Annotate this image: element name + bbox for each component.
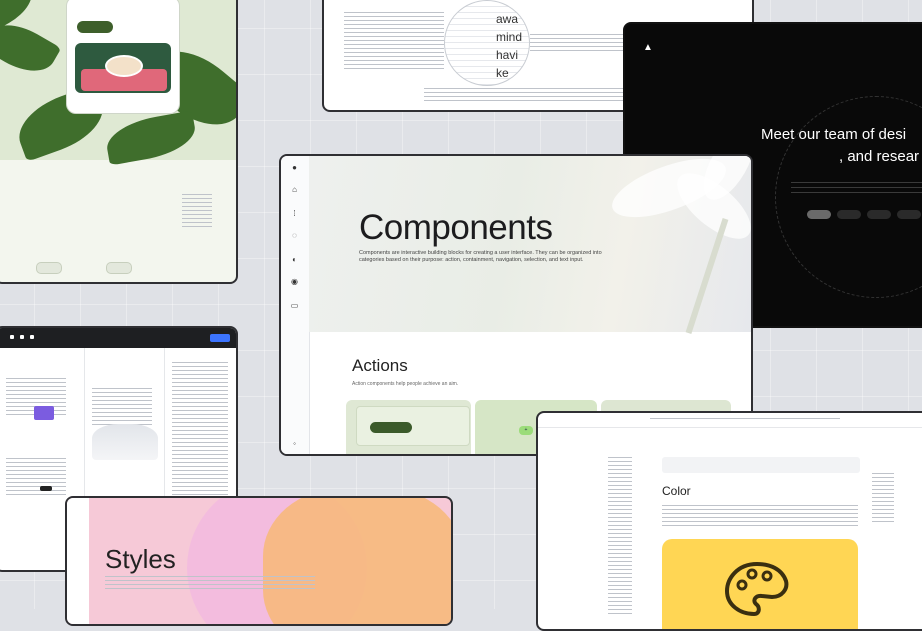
- grid-icon[interactable]: ⁞: [293, 209, 296, 218]
- phone-button: [77, 21, 113, 33]
- action-tile[interactable]: [346, 400, 471, 454]
- dark-card-subtext: [791, 182, 922, 194]
- fab-icon[interactable]: +: [519, 426, 533, 435]
- menu-icon[interactable]: ●: [292, 163, 297, 172]
- navigation-rail: [67, 498, 89, 624]
- food-image: [75, 43, 171, 93]
- docs-icon[interactable]: ▭: [290, 301, 299, 310]
- small-button[interactable]: [40, 486, 52, 491]
- list-block: [182, 194, 212, 230]
- chart-preview: [92, 424, 158, 460]
- editor-toolbar: [0, 328, 236, 348]
- canvas-panel: [84, 348, 165, 570]
- share-button[interactable]: [210, 334, 230, 342]
- dark-button[interactable]: [807, 210, 831, 219]
- editor-card: [0, 326, 238, 572]
- toolbar-icon[interactable]: [10, 335, 14, 339]
- palette-icon: [724, 561, 789, 617]
- color-description: [662, 505, 858, 527]
- hero-banner: Components Components are interactive bu…: [309, 156, 751, 334]
- phone-mockup: [66, 0, 180, 114]
- sample-button[interactable]: [370, 422, 412, 433]
- home-icon[interactable]: ⌂: [292, 185, 297, 194]
- properties-panel: [172, 362, 228, 512]
- components-card: ● ⌂ ⁞ ◌ ◐ ◉ ▭ ◦ Components Components ar…: [279, 154, 753, 456]
- color-swatch: [34, 406, 54, 420]
- shape-icon[interactable]: ◌: [292, 231, 297, 240]
- page-title: Components: [359, 208, 553, 247]
- color-card: Color: [536, 411, 922, 631]
- logo-icon: ▲: [643, 42, 653, 53]
- layers-panel: [0, 348, 85, 570]
- navigation-rail: ● ⌂ ⁞ ◌ ◐ ◉ ▭ ◦: [281, 156, 310, 454]
- dark-button[interactable]: [867, 210, 891, 219]
- components-icon[interactable]: ◉: [291, 277, 298, 286]
- preview-card-top-left: [0, 0, 238, 284]
- dark-card-buttons: [807, 210, 921, 219]
- settings-icon[interactable]: ◦: [293, 439, 296, 448]
- pill-chip: [36, 262, 62, 274]
- on-this-page: [872, 473, 894, 523]
- text-lines: [344, 12, 444, 72]
- toolbar-icon[interactable]: [20, 335, 24, 339]
- side-navigation: [608, 457, 632, 617]
- dark-button[interactable]: [897, 210, 921, 219]
- magnified-words: awa mind havi ke: [496, 12, 523, 80]
- text-lines: [424, 88, 624, 102]
- search-bar[interactable]: [662, 457, 860, 473]
- top-navigation: [538, 413, 922, 428]
- styles-description: [105, 576, 315, 590]
- text-lines: [530, 34, 650, 54]
- style-icon[interactable]: ◐: [292, 255, 297, 264]
- pill-chip: [106, 262, 132, 274]
- styles-card: Styles: [65, 496, 453, 626]
- page-description: Components are interactive building bloc…: [359, 250, 602, 263]
- section-title: Actions: [352, 356, 408, 375]
- color-title: Color: [662, 484, 691, 498]
- section-subtitle: Action components help people achieve an…: [352, 381, 459, 387]
- styles-title: Styles: [105, 544, 176, 574]
- dark-card-title: Meet our team of desi , and resear: [761, 126, 920, 165]
- toolbar-icon[interactable]: [30, 335, 34, 339]
- magnifier-circle: [444, 0, 530, 86]
- dark-button[interactable]: [837, 210, 861, 219]
